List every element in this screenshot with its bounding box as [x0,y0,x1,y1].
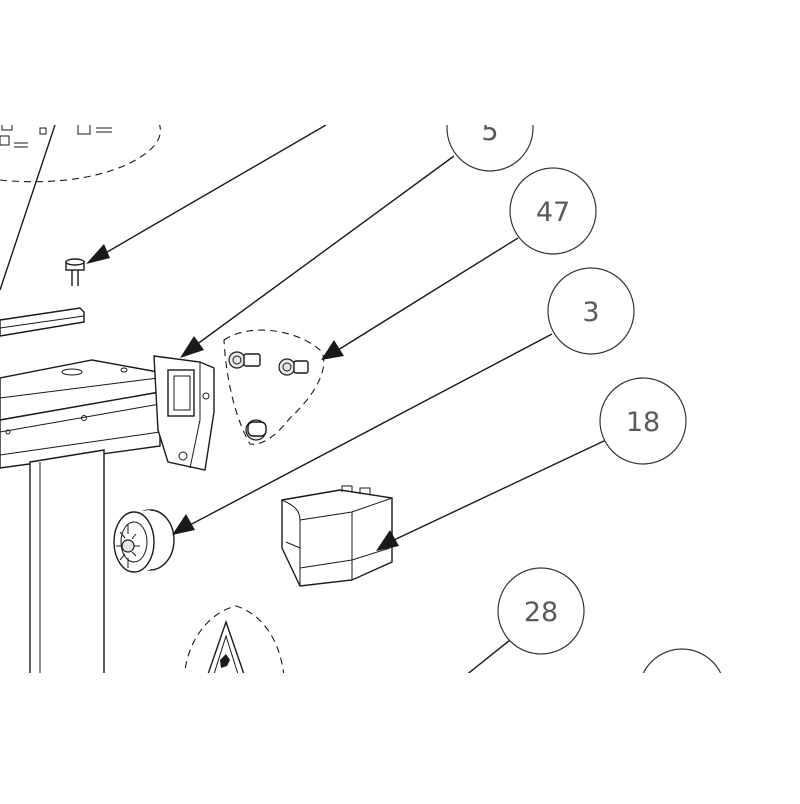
wheel [113,509,175,573]
top-left-hardware-group [0,125,161,183]
callout-28-leader [467,639,511,673]
callout-47: 47 [509,167,597,255]
callout-3-leader [187,333,553,527]
frame-leader-line [0,125,56,291]
callout-5-circle [446,125,534,172]
callout-unlabeled [642,648,722,673]
callout-3-circle [547,267,635,355]
callout-28: 28 [497,567,585,655]
callout-28-label: 28 [524,597,558,628]
callout-47-circle [509,167,597,255]
callout-5-leader [195,155,455,346]
callout-18-circle [599,377,687,465]
screw-arrowhead [86,244,110,264]
callout-47-arrowhead [321,340,344,360]
callout-5-arrowhead [180,336,204,358]
small-screw [65,258,85,286]
callout-3: 3 [547,267,635,355]
frame [0,307,161,673]
mounting-bracket [153,355,215,471]
callout-47-label: 47 [536,197,570,228]
callout-18-leader [393,439,607,541]
end-cap [281,485,393,587]
callout-unlabeled-circle [642,648,722,673]
callout-3-arrowhead [172,514,195,535]
callout-18-label: 18 [626,407,660,438]
screw-leader-line [101,125,327,256]
callout-18-arrowhead [376,530,399,551]
callout-5: 5 [446,116,534,172]
callout-47-leader [337,237,519,351]
callout-28-circle [497,567,585,655]
bolt-set [223,329,325,445]
warning-sign [184,605,285,673]
callout-18: 18 [599,377,687,465]
callout-3-label: 3 [582,297,599,328]
callout-5-label: 5 [481,116,498,147]
